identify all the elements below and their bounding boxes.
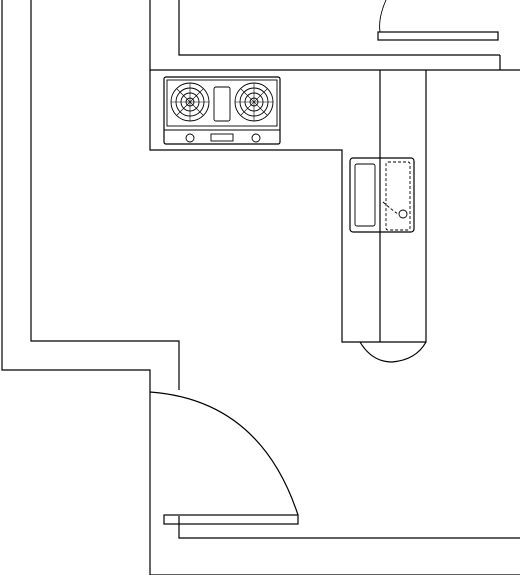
top-wall xyxy=(149,0,520,71)
door-swing-bottom xyxy=(149,391,299,525)
counter-peninsula xyxy=(359,341,427,363)
burner-icon xyxy=(234,82,274,122)
gas-hob xyxy=(163,76,281,145)
knob-icon xyxy=(251,133,261,143)
counter-top xyxy=(149,70,427,343)
burner-icon xyxy=(170,82,210,122)
left-wall xyxy=(1,0,180,390)
door-swing-top xyxy=(377,0,499,41)
sink xyxy=(349,157,415,233)
bottom-wall xyxy=(149,390,520,575)
knob-icon xyxy=(185,133,195,143)
